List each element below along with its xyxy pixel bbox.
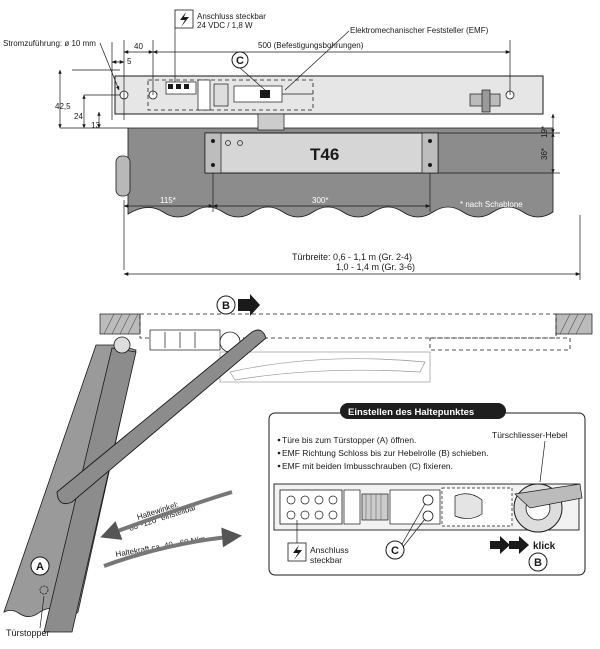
emf-screw <box>260 90 270 98</box>
connector-pin <box>168 84 173 89</box>
dim-36: 36* <box>540 148 549 160</box>
inset-connector-line2: steckbar <box>310 555 342 565</box>
hex-screw <box>422 494 434 506</box>
marker-b-inset <box>528 552 548 572</box>
lever-arm-detail <box>514 483 583 509</box>
marker-c-inset-label: C <box>391 545 399 557</box>
marker-c-top-label: C <box>236 55 244 67</box>
inset-step-3: EMF mit beiden Imbusschrauben (C) fixier… <box>282 461 453 471</box>
closer-arm-plan <box>56 329 267 505</box>
closer-model-label: T46 <box>310 145 339 164</box>
connector-label-line2: 24 VDC / 1,8 W <box>197 21 253 30</box>
adjustment-inset: Einstellen des Haltepunktes Türe bis zum… <box>268 403 586 576</box>
rail-outline <box>139 313 557 339</box>
emf-mechanism <box>233 85 283 103</box>
inset-title: Einstellen des Haltepunktes <box>348 407 474 418</box>
lever-label: Türschliesser-Hebel <box>492 430 568 440</box>
emf-outline <box>147 79 314 111</box>
coil-detail <box>361 493 389 521</box>
emf-plan <box>149 329 221 351</box>
dim-5: 5 <box>127 57 132 66</box>
marker-a-label: A <box>36 561 44 573</box>
emf-label: Elektromechanischer Feststeller (EMF) <box>350 26 489 35</box>
top-elevation-view: T46 40 500 (Befestigungsbohrungen) 5 Str… <box>3 9 581 280</box>
door-width-line2: 1,0 - 1,4 m (Gr. 3-6) <box>336 262 415 272</box>
dim-42-5: 42,5 <box>55 102 71 111</box>
hold-force: Haltekraft ca. 40 - 60 N/m <box>115 534 207 559</box>
connector-pin <box>176 84 181 89</box>
connector-label-line1: Anschluss steckbar <box>197 12 266 21</box>
marker-b-plan <box>216 295 236 315</box>
marker-b-inset-label: B <box>534 557 542 569</box>
dim-300: 300* <box>312 196 328 205</box>
hold-force-arrow <box>103 527 242 568</box>
dim-115: 115* <box>160 196 176 205</box>
emf-coil <box>197 79 211 111</box>
door-hinge <box>115 155 131 197</box>
inset-step-1: Türe bis zum Türstopper (A) öffnen. <box>282 435 416 445</box>
dim-13: 13 <box>91 121 100 130</box>
dim-19: 19* <box>540 126 549 138</box>
dim-24: 24 <box>74 112 83 121</box>
marker-b-plan-label: B <box>222 300 230 312</box>
lightning-icon <box>293 545 302 560</box>
door-stop-label: Türstopper <box>6 628 50 638</box>
connector-callout: Anschluss steckbar 24 VDC / 1,8 W <box>174 9 266 82</box>
template-note: * nach Schablone <box>460 200 523 209</box>
click-label: klick <box>533 541 556 552</box>
connector-pin <box>184 84 189 89</box>
marker-c-inset <box>385 540 405 560</box>
push-arrow-icon <box>238 294 260 316</box>
wall-left <box>99 313 141 335</box>
inset-step-2: EMF Richtung Schloss bis zur Hebelrolle … <box>282 448 488 458</box>
door-closer-body <box>204 132 439 174</box>
door-width-line1: Türbreite: 0,6 - 1,1 m (Gr. 2-4) <box>292 252 412 262</box>
marker-a <box>30 556 50 576</box>
closer-arm <box>257 113 285 131</box>
dim-40: 40 <box>134 42 143 51</box>
inset-connector-line1: Anschluss <box>310 545 349 555</box>
double-arrow-icon <box>490 536 510 554</box>
hold-angle-arrow <box>100 490 233 540</box>
slider-pin <box>481 89 491 113</box>
hex-screw <box>422 510 434 522</box>
door-stop <box>39 585 49 595</box>
hinge-pivot <box>113 336 131 354</box>
inset-title-bar <box>340 403 506 419</box>
closed-door-outline <box>429 337 571 351</box>
lightning-icon <box>180 12 189 27</box>
dim-500: 500 (Befestigungsbohrungen) <box>258 41 364 50</box>
emf-magnet <box>213 83 229 107</box>
power-feed-label: Stromzuführung: ø 10 mm <box>3 39 96 48</box>
plan-view: B Haltewinkel: 80°-120° einstellbar Halt… <box>3 294 593 638</box>
wall-right <box>555 313 593 335</box>
